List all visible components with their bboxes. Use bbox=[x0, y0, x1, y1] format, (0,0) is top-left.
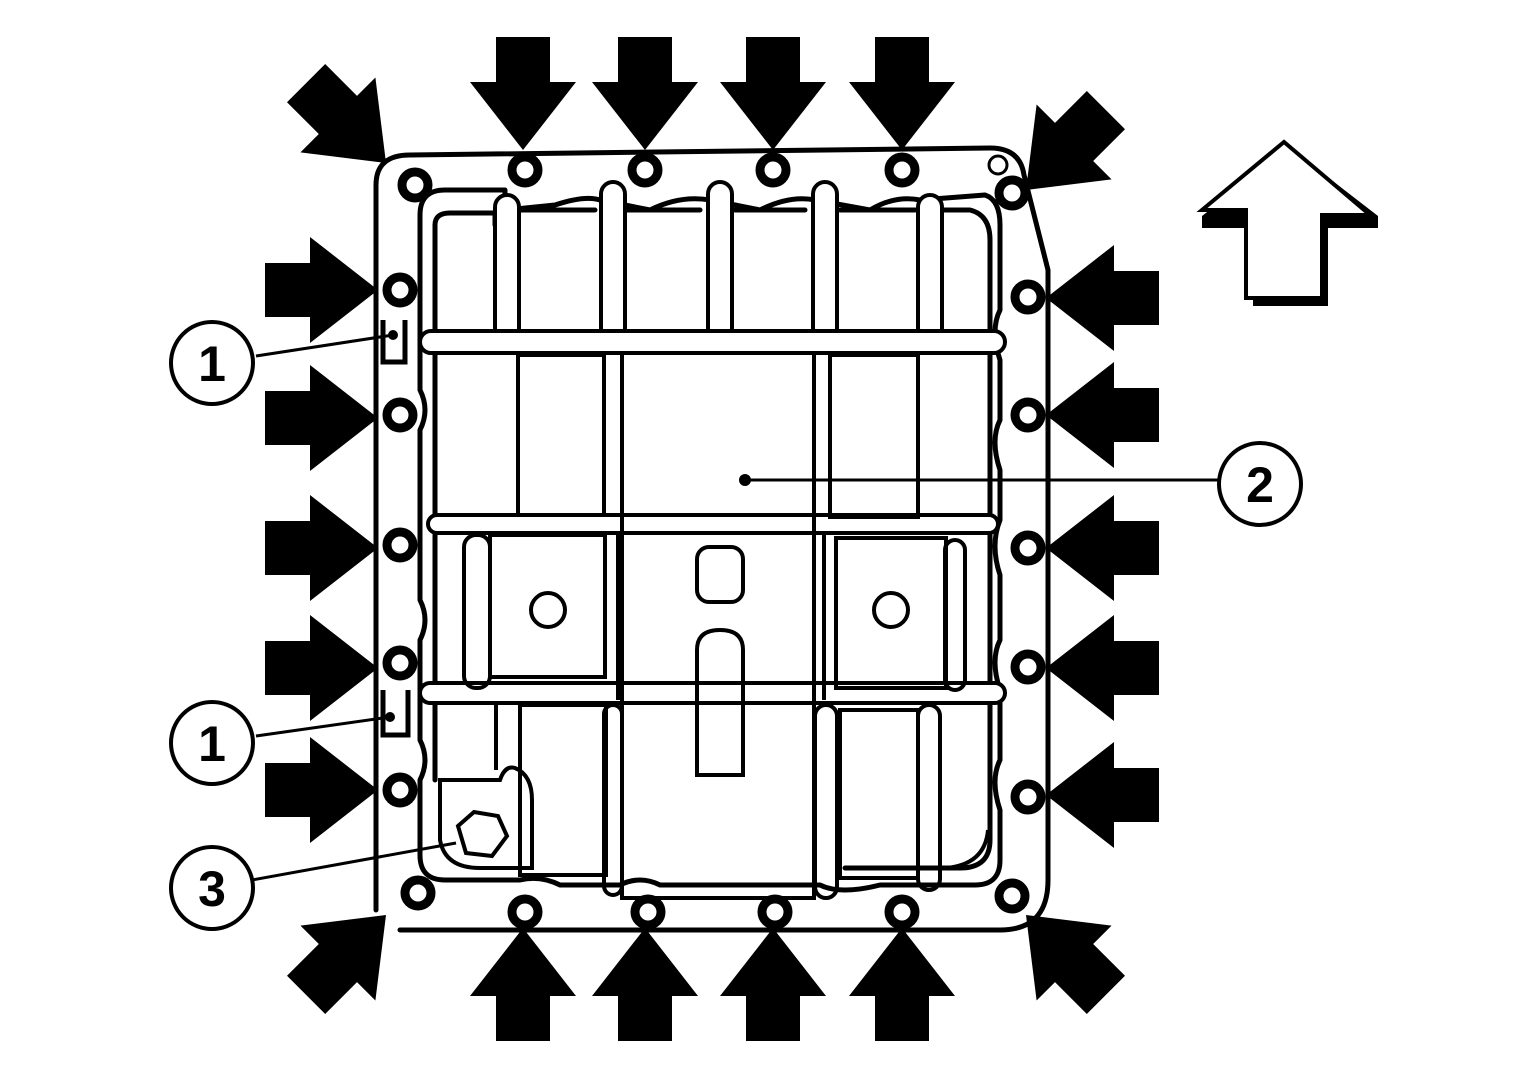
callout-2: 2 bbox=[1217, 441, 1303, 527]
bolt-tightening-arrow-icon bbox=[720, 37, 826, 150]
bolt-tightening-arrow-icon bbox=[265, 495, 378, 601]
callout-3: 3 bbox=[169, 845, 255, 931]
leader-dot bbox=[388, 330, 398, 340]
pan-compartments bbox=[438, 351, 990, 900]
bolt-tightening-arrow-icon bbox=[1046, 362, 1159, 468]
bolt-hole-icon bbox=[507, 894, 543, 930]
bolt-hole-icon bbox=[1010, 530, 1046, 566]
bolt-hole-icon bbox=[382, 272, 418, 308]
bolt-hole-icon bbox=[1010, 649, 1046, 685]
bolt-tightening-arrow-icon bbox=[1046, 615, 1159, 721]
bolt-tightening-arrow-icon bbox=[470, 928, 576, 1041]
dowel-hole-icon bbox=[987, 154, 1009, 176]
bolt-hole-icon bbox=[884, 894, 920, 930]
bolt-hole-icon bbox=[627, 152, 663, 188]
bolt-tightening-arrow-icon bbox=[268, 877, 424, 1033]
bolt-tightening-arrow-icon bbox=[849, 928, 955, 1041]
leader-dot bbox=[385, 712, 395, 722]
leader-lines bbox=[251, 333, 1218, 882]
callout-2-label: 2 bbox=[1246, 457, 1274, 513]
bolt-hole-icon bbox=[1010, 279, 1046, 315]
callout-1-top: 1 bbox=[169, 320, 255, 406]
gasket-clip-markers bbox=[380, 320, 411, 738]
callout-3-label: 3 bbox=[198, 861, 226, 917]
bolt-hole-icon bbox=[994, 878, 1030, 914]
drain-plug-icon bbox=[455, 809, 510, 859]
bolt-tightening-arrow-icon bbox=[1046, 742, 1159, 848]
bolt-hole-icon bbox=[382, 645, 418, 681]
bolt-hole-icon bbox=[884, 152, 920, 188]
bolt-tightening-arrow-icon bbox=[265, 237, 378, 343]
bolt-hole-icon bbox=[400, 875, 436, 911]
bolt-hole-icon bbox=[1010, 779, 1046, 815]
bolt-hole-icon bbox=[382, 527, 418, 563]
callout-1-bottom: 1 bbox=[169, 700, 255, 786]
callout-1-top-label: 1 bbox=[198, 336, 226, 392]
callout-1-bottom-label: 1 bbox=[198, 716, 226, 772]
bolt-tightening-arrow-icon bbox=[1046, 245, 1159, 351]
bolt-tightening-arrow-icon bbox=[265, 737, 378, 843]
bolt-hole-icon bbox=[630, 894, 666, 930]
bolt-hole-icon bbox=[507, 152, 543, 188]
bolt-holes bbox=[382, 152, 1046, 930]
bolt-tightening-arrow-icon bbox=[470, 37, 576, 150]
leader-dot bbox=[739, 474, 751, 486]
bolt-tightening-arrow-icon bbox=[592, 928, 698, 1041]
bolt-hole-icon bbox=[994, 175, 1030, 211]
bolt-tightening-arrow-icon bbox=[265, 615, 378, 721]
bolt-hole-icon bbox=[397, 167, 433, 203]
bolt-tightening-arrow-icon bbox=[592, 37, 698, 150]
bolt-hole-icon bbox=[1010, 397, 1046, 433]
bolt-hole-icon bbox=[382, 772, 418, 808]
bolt-tightening-arrow-icon bbox=[720, 928, 826, 1041]
bolt-tightening-arrow-icon bbox=[849, 37, 955, 150]
front-direction-arrow-icon bbox=[1196, 139, 1378, 306]
bolt-tightening-arrow-icon bbox=[1046, 495, 1159, 601]
bolt-hole-icon bbox=[755, 152, 791, 188]
bolt-hole-icon bbox=[382, 397, 418, 433]
bolt-tightening-arrow-icon bbox=[265, 365, 378, 471]
bolt-hole-icon bbox=[757, 894, 793, 930]
